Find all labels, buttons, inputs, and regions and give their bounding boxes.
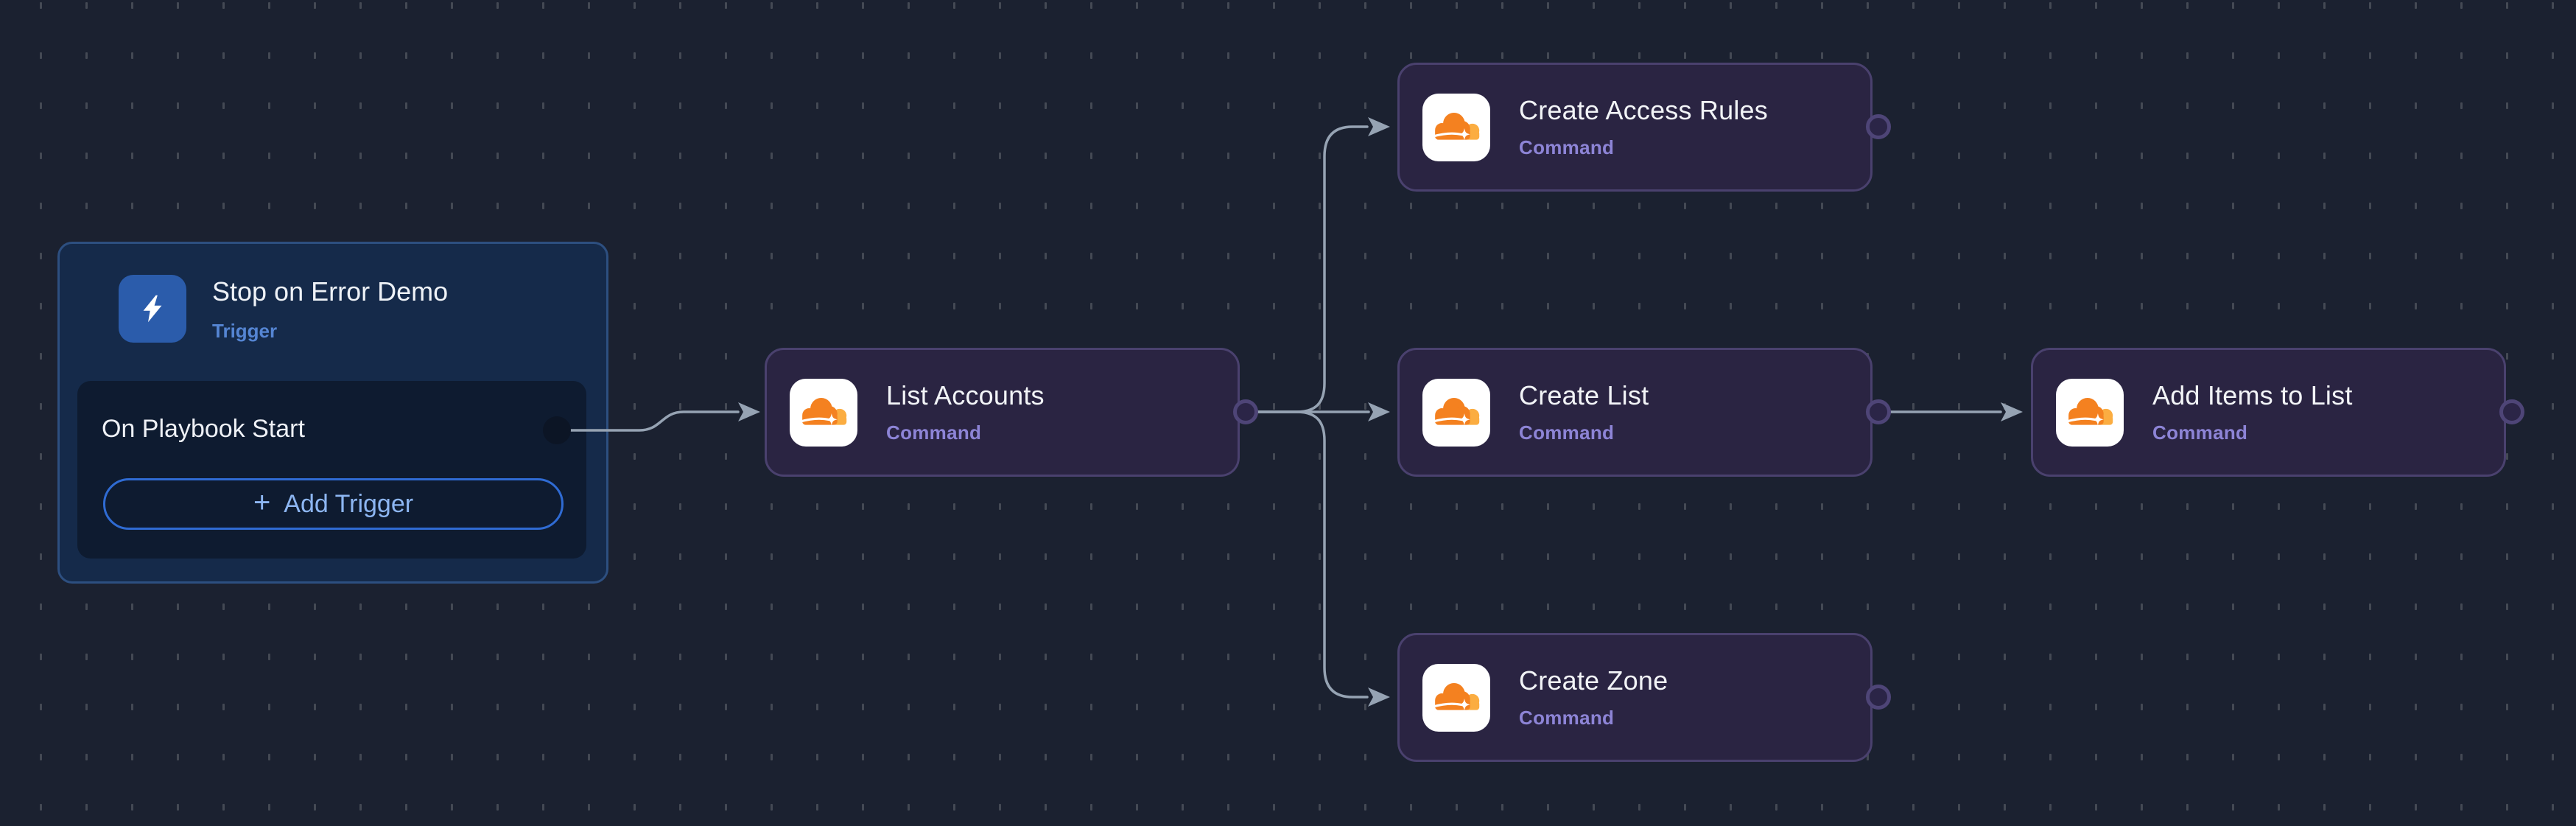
add-trigger-button[interactable]: + Add Trigger — [103, 478, 564, 530]
node-type-label: Command — [1519, 707, 1615, 729]
node-icon — [1422, 93, 1490, 161]
plus-icon: + — [253, 486, 271, 519]
node-title: Create List — [1519, 380, 1649, 410]
cloudflare-icon — [2066, 398, 2113, 426]
node-type-label: Command — [1519, 136, 1615, 158]
add-items-output-port[interactable] — [2499, 399, 2524, 424]
trigger-output-port[interactable] — [543, 416, 571, 444]
node-title: List Accounts — [886, 380, 1045, 410]
node-type-label: Command — [886, 421, 982, 444]
lightning-bolt-icon — [143, 295, 162, 323]
node-create-access-rules[interactable]: Create Access Rules Command — [1397, 63, 1873, 192]
cloudflare-icon — [1432, 113, 1480, 141]
cloudflare-icon — [1432, 398, 1480, 426]
node-title: Add Items to List — [2152, 380, 2353, 410]
node-icon — [1422, 663, 1490, 732]
create-access-rules-output-port[interactable] — [1866, 114, 1891, 139]
create-list-output-port[interactable] — [1866, 399, 1891, 424]
node-type-label: Command — [2152, 421, 2248, 444]
node-title: Create Access Rules — [1519, 95, 1768, 125]
node-icon — [2056, 378, 2124, 447]
node-icon — [790, 378, 857, 447]
node-title: Create Zone — [1519, 665, 1668, 696]
trigger-node-title: Stop on Error Demo — [212, 276, 449, 307]
list-accounts-output-port[interactable] — [1233, 399, 1258, 424]
node-list-accounts[interactable]: List Accounts Command — [765, 348, 1240, 477]
trigger-icon-badge — [119, 275, 186, 343]
add-trigger-button-label: Add Trigger — [284, 489, 414, 518]
node-create-list[interactable]: Create List Command — [1397, 348, 1873, 477]
node-add-items-to-list[interactable]: Add Items to List Command — [2031, 348, 2506, 477]
trigger-node-type: Trigger — [212, 320, 278, 342]
trigger-node[interactable]: Stop on Error Demo Trigger On Playbook S… — [57, 242, 608, 584]
node-icon — [1422, 378, 1490, 447]
node-type-label: Command — [1519, 421, 1615, 444]
create-zone-output-port[interactable] — [1866, 685, 1891, 710]
trigger-list-panel: On Playbook Start + Add Trigger — [77, 381, 586, 559]
node-create-zone[interactable]: Create Zone Command — [1397, 633, 1873, 762]
cloudflare-icon — [799, 398, 847, 426]
trigger-row-on-playbook-start[interactable]: On Playbook Start — [102, 415, 305, 443]
cloudflare-icon — [1432, 683, 1480, 711]
